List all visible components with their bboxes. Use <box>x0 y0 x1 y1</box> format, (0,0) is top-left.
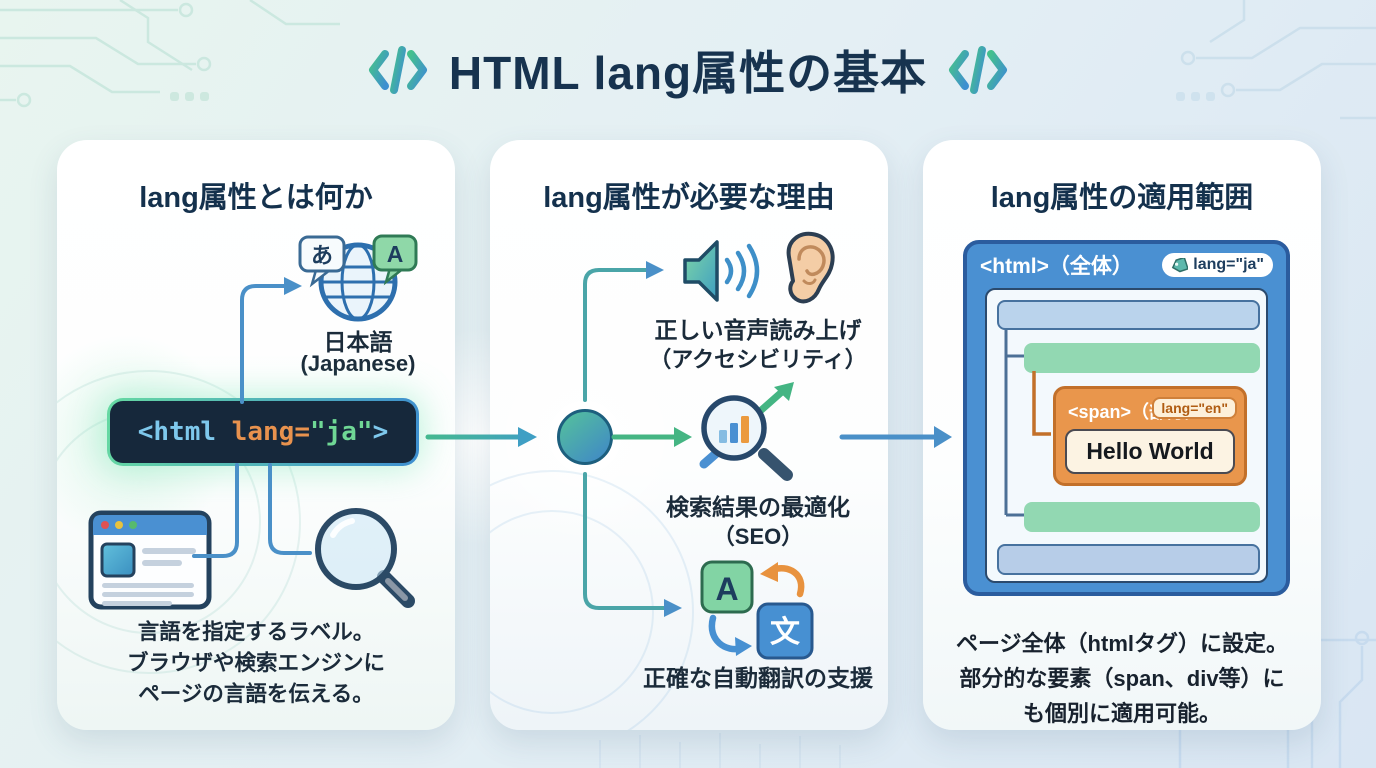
card-why-needed: lang属性が必要な理由 正しい音声読み上げ （アクセシビリティ） <box>490 140 888 730</box>
html-element-box: <html>（全体） lang="ja" <span>（部分） lang="en… <box>963 240 1290 596</box>
code-tag-close: > <box>372 417 389 447</box>
reason-translation: 正確な自動翻訳の支援 <box>643 665 873 691</box>
speech-bubble-ja-icon: あ <box>298 235 346 288</box>
header: HTML lang属性の基本 <box>0 34 1376 106</box>
card-what-is-lang: lang属性とは何か あ A 日本語 (Japanese) <html lang… <box>57 140 455 730</box>
magnifier-icon <box>315 508 415 608</box>
card-scope-heading: lang属性の適用範囲 <box>990 182 1254 214</box>
lang-en-tag: lang="en" <box>1152 397 1237 419</box>
card-scope-description: ページ全体（htmlタグ）に設定。 部分的な要素（span、div等）に も個別… <box>956 631 1288 726</box>
content-block <box>1024 502 1260 532</box>
sound-waves-icon <box>724 243 760 299</box>
card-what-description: 言語を指定するラベル。 ブラウザや検索エンジンに ページの言語を伝える。 <box>126 620 385 706</box>
code-value: "ja" <box>309 417 373 447</box>
bar-chart-icon <box>719 416 749 443</box>
seo-magnifier-icon <box>699 382 794 481</box>
svg-text:文: 文 <box>770 615 800 649</box>
globe-icon: あ A <box>298 234 418 322</box>
content-block <box>997 544 1260 575</box>
code-tag-open: <html <box>137 417 217 447</box>
card-scope: lang属性の適用範囲 <html>（全体） lang="ja" <span>（… <box>923 140 1321 730</box>
speech-bubble-en-icon: A <box>372 234 418 286</box>
page-body-panel: <span>（部分） lang="en" Hello World <box>985 288 1268 583</box>
tag-icon <box>1172 257 1189 272</box>
content-block <box>997 300 1260 330</box>
content-block <box>1024 343 1260 373</box>
speaker-icon <box>683 240 760 302</box>
html-element-label: <html>（全体） <box>980 255 1133 278</box>
svg-text:A: A <box>715 571 738 607</box>
code-bracket-icon <box>368 46 427 94</box>
ear-icon <box>786 231 835 304</box>
flow-node <box>557 409 613 465</box>
browser-window-icon <box>88 510 212 610</box>
code-equals: = <box>294 417 310 447</box>
svg-text:A: A <box>387 241 404 267</box>
code-snippet: <html lang="ja"> <box>107 398 419 466</box>
code-bracket-icon <box>949 46 1008 94</box>
page-title: HTML lang属性の基本 <box>448 47 928 99</box>
translate-icon: A 文 <box>700 560 814 660</box>
lang-ja-tag: lang="ja" <box>1162 253 1273 277</box>
span-content: Hello World <box>1065 429 1235 474</box>
code-attr: lang <box>216 417 295 447</box>
span-element-box: <span>（部分） lang="en" Hello World <box>1053 386 1247 486</box>
reason-accessibility: 正しい音声読み上げ （アクセシビリティ） <box>649 317 867 372</box>
card-what-heading: lang属性とは何か <box>139 182 373 214</box>
svg-text:あ: あ <box>311 243 333 268</box>
reason-seo: 検索結果の最適化 （SEO） <box>666 494 850 549</box>
card-why-heading: lang属性が必要な理由 <box>543 182 835 214</box>
language-name: 日本語 <box>323 329 393 355</box>
language-name-en: (Japanese) <box>300 351 416 376</box>
